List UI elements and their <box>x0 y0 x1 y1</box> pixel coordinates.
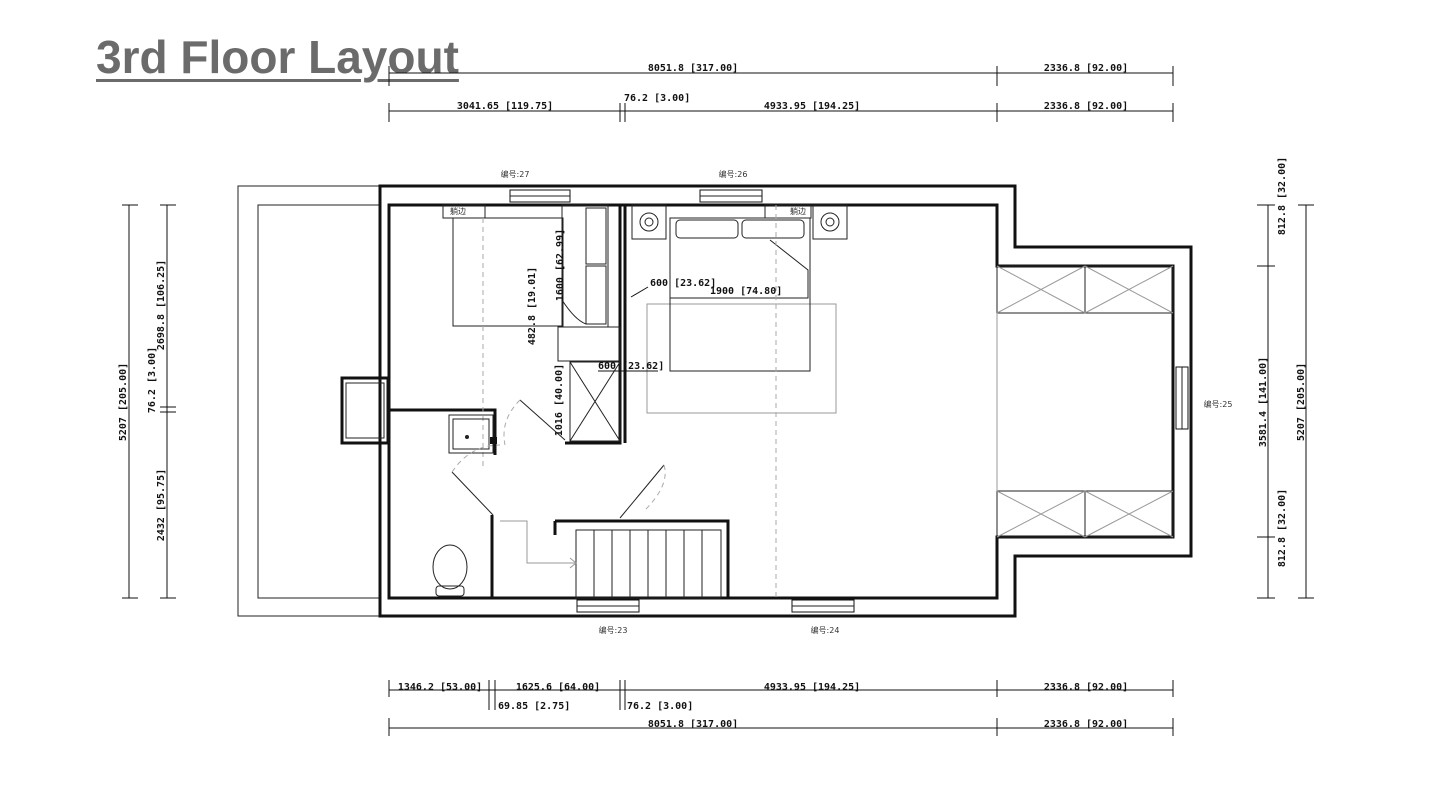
dim-bottom-sub1: 69.85 [2.75] <box>498 701 570 712</box>
dim-bottom-total: 8051.8 [317.00] <box>648 719 738 730</box>
dormer-cabinets <box>996 265 1174 538</box>
dim-bottom-seg2: 1625.6 [64.00] <box>516 682 600 693</box>
dim-bed-length: 1900 [74.80] <box>710 286 782 297</box>
dim-bottom-sub2: 76.2 [3.00] <box>627 701 693 712</box>
window-label-23: 编号:23 <box>599 625 628 635</box>
window-label-27: 编号:27 <box>501 169 530 179</box>
main-bedroom-furniture: 躺边 <box>631 204 848 598</box>
top-dimensions: 8051.8 [317.00] 2336.8 [92.00] 3041.65 [… <box>388 63 1174 122</box>
page-title: 3rd Floor Layout <box>96 31 459 83</box>
interior-walls <box>389 205 730 598</box>
dim-top-total: 8051.8 [317.00] <box>648 63 738 74</box>
dim-cabinet-width: 600 [23.62] <box>598 361 664 372</box>
dim-left-outer: 5207 [205.00] <box>118 363 129 441</box>
balcony-outline <box>237 185 380 617</box>
bathroom-fixtures <box>432 414 497 597</box>
dim-nightstand-gap: 600 [23.62] <box>650 278 716 289</box>
dim-top-right: 2336.8 [92.00] <box>1044 63 1128 74</box>
dim-bottom-seg3: 4933.95 [194.25] <box>764 682 860 693</box>
dim-shelf-height: 482.8 [19.01] <box>527 267 538 345</box>
stairs <box>500 520 722 599</box>
dim-bottom-right: 2336.8 [92.00] <box>1044 719 1128 730</box>
windows <box>509 189 1189 613</box>
furniture-tag-left: 躺边 <box>450 206 466 216</box>
dim-bottom-seg1: 1346.2 [53.00] <box>398 682 482 693</box>
dim-right-outer: 5207 [205.00] <box>1296 363 1307 441</box>
interior-dimensions: 1600 [62.99] 482.8 [19.01] 1016 [40.00] … <box>527 229 782 436</box>
dim-left-gap: 76.2 [3.00] <box>147 347 158 413</box>
window-labels: 编号:27 编号:26 编号:25 编号:23 编号:24 <box>501 169 1233 635</box>
dim-top-seg4: 2336.8 [92.00] <box>1044 101 1128 112</box>
dim-top-seg2: 76.2 [3.00] <box>624 93 690 104</box>
bottom-dimensions: 1346.2 [53.00] 1625.6 [64.00] 4933.95 [1… <box>388 680 1174 736</box>
dim-left-lower: 2432 [95.75] <box>156 469 167 541</box>
window-label-24: 编号:24 <box>811 625 840 635</box>
dim-left-upper: 2698.8 [106.25] <box>156 260 167 350</box>
dim-top-seg3: 4933.95 [194.25] <box>764 101 860 112</box>
left-bedroom-furniture: 躺边 <box>442 204 621 470</box>
dim-right-top: 812.8 [32.00] <box>1277 157 1288 235</box>
window-label-26: 编号:26 <box>719 169 748 179</box>
window-label-25: 编号:25 <box>1204 399 1233 409</box>
left-dimensions: 5207 [205.00] 2698.8 [106.25] 76.2 [3.00… <box>118 204 176 599</box>
furniture-tag-right: 躺边 <box>790 206 806 216</box>
dim-cabinet-height: 1016 [40.00] <box>554 364 565 436</box>
exterior-walls <box>340 184 1193 618</box>
dim-bottom-seg4: 2336.8 [92.00] <box>1044 682 1128 693</box>
dim-right-middle: 3581.4 [141.00] <box>1258 357 1269 447</box>
doors <box>451 399 666 519</box>
dim-top-seg1: 3041.65 [119.75] <box>457 101 553 112</box>
dim-right-bottom: 812.8 [32.00] <box>1277 489 1288 567</box>
dim-wardrobe-height: 1600 [62.99] <box>555 229 566 301</box>
right-dimensions: 812.8 [32.00] 3581.4 [141.00] 812.8 [32.… <box>1257 157 1314 599</box>
